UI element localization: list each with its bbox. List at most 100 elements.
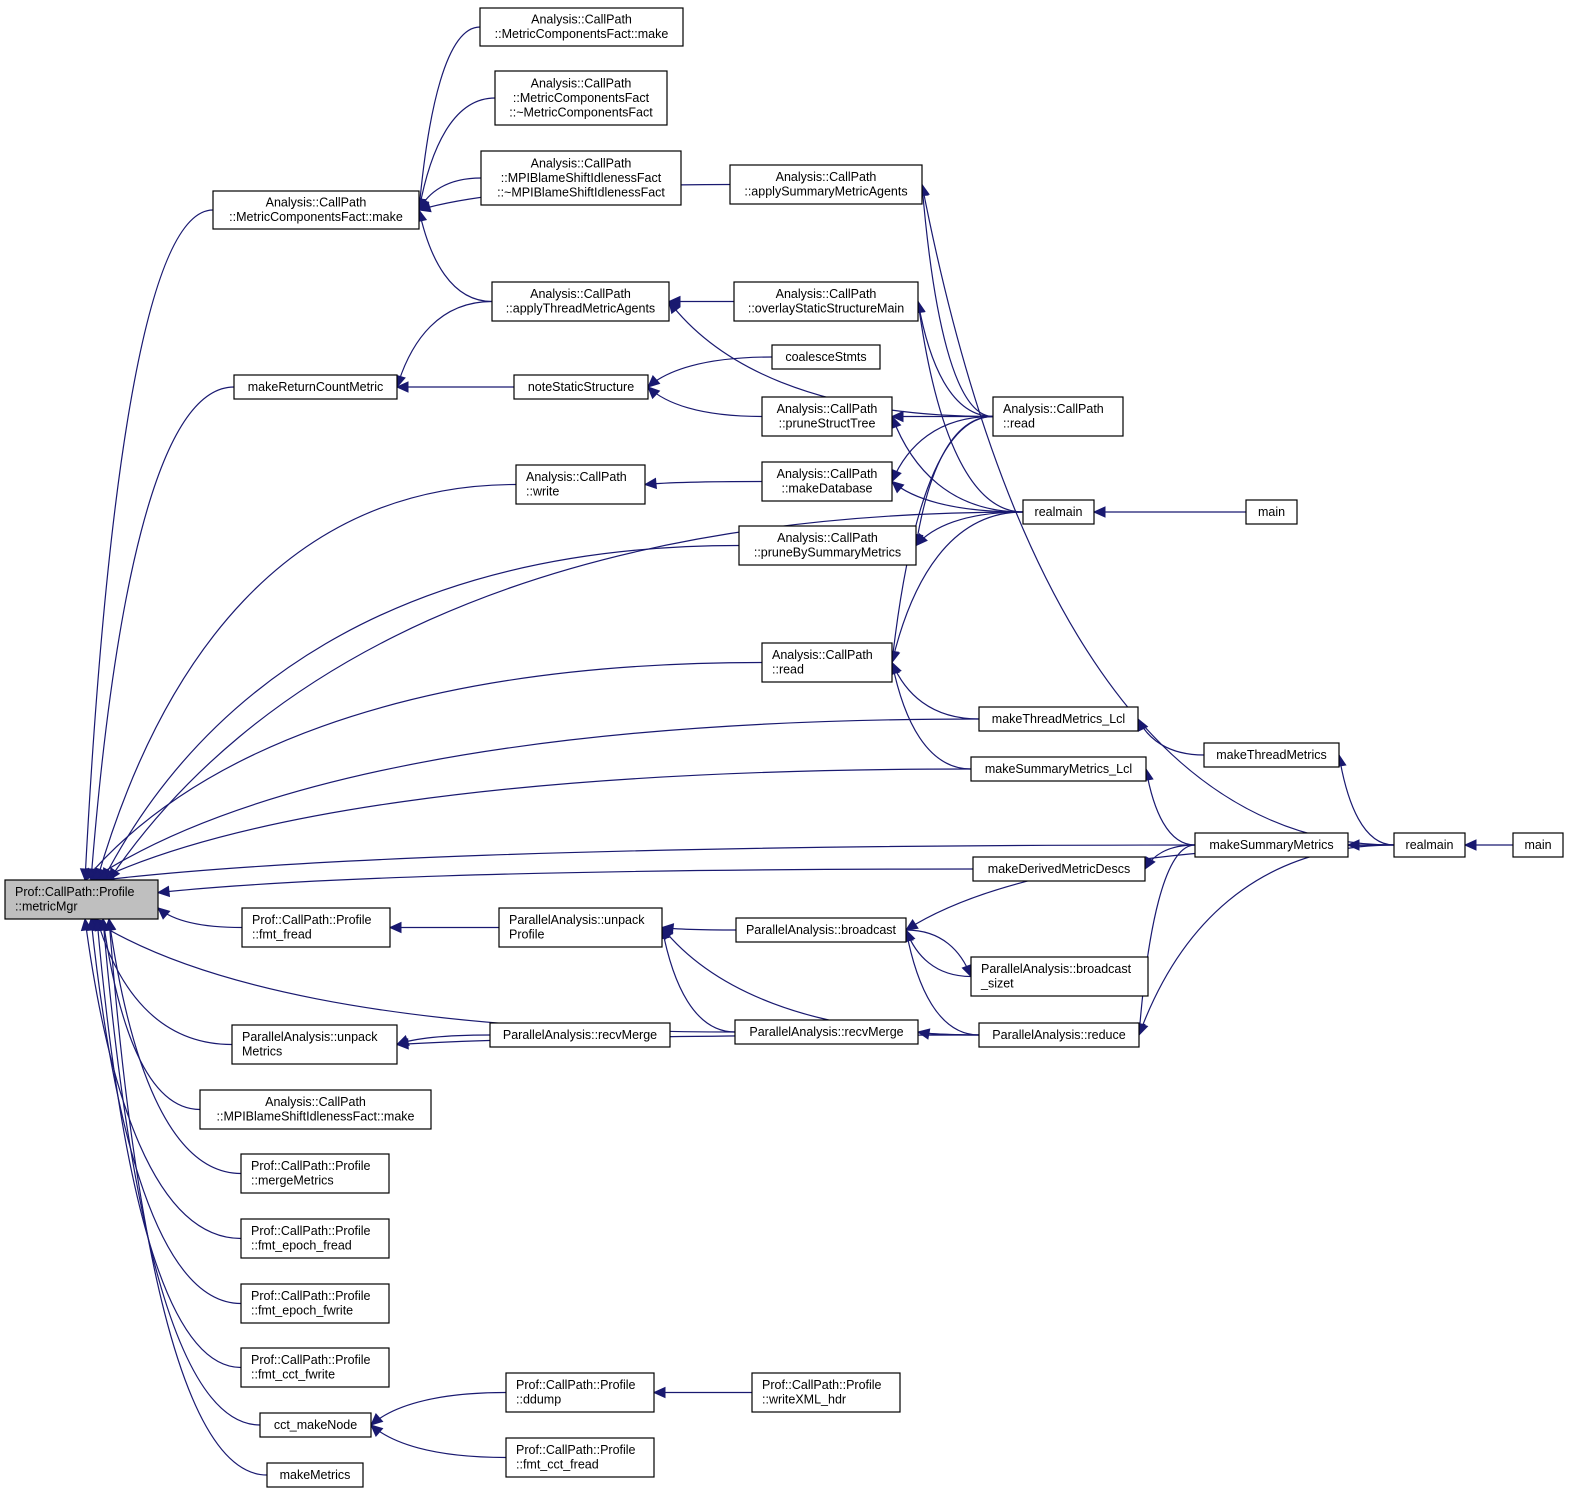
graph-node-overlay[interactable]: Analysis::CallPath::overlayStaticStructu… [733,281,919,322]
graph-node-recvMerge_a[interactable]: ParallelAnalysis::recvMerge [489,1022,671,1048]
graph-node-cct_makeNode[interactable]: cct_makeNode [259,1412,372,1438]
graph-node-recvMerge_b[interactable]: ParallelAnalysis::recvMerge [734,1019,919,1045]
arrowhead-icon [891,480,905,494]
graph-node-epoch_fwrite[interactable]: Prof::CallPath::Profile::fmt_epoch_fwrit… [240,1283,390,1324]
node-box [970,956,1149,997]
graph-node-root[interactable]: Prof::CallPath::Profile::metricMgr [4,879,159,920]
graph-node-msm[interactable]: makeSummaryMetrics [1194,832,1349,858]
node-box [761,396,893,437]
graph-node-ddump[interactable]: Prof::CallPath::Profile::ddump [505,1372,655,1413]
graph-node-realmain1[interactable]: realmain [1022,499,1095,525]
call-edge-acp_write-to-root [96,483,517,881]
graph-node-pruneStruct[interactable]: Analysis::CallPath::pruneStructTree [761,396,893,437]
node-label-line: ::pruneBySummaryMetrics [754,546,901,560]
call-edge-realmain1-to-overlay [917,301,1024,513]
call-edge-mpib_make-to-root [102,918,201,1111]
graph-node-mdmd[interactable]: makeDerivedMetricDescs [972,856,1146,882]
node-box [212,190,420,230]
graph-node-pruneBySummary[interactable]: Analysis::CallPath::pruneBySummaryMetric… [738,525,917,566]
graph-node-applyThread[interactable]: Analysis::CallPath::applyThreadMetricAge… [491,281,670,322]
node-label-line: realmain [1035,505,1083,519]
graph-node-acp_read_top[interactable]: Analysis::CallPath::read [992,396,1124,437]
node-label-line: main [1524,838,1551,852]
graph-node-makeMetrics[interactable]: makeMetrics [266,1462,364,1488]
graph-node-noteStatic[interactable]: noteStaticStructure [513,374,649,400]
graph-node-mtm[interactable]: makeThreadMetrics [1203,742,1340,768]
node-label-line: ::makeDatabase [781,482,872,496]
graph-node-mcf_make_caller[interactable]: Analysis::CallPath::MetricComponentsFact… [479,7,684,47]
call-edge-epoch_fwrite-to-root [90,918,242,1305]
graph-node-fmt_fread[interactable]: Prof::CallPath::Profile::fmt_fread [241,907,391,948]
node-box [240,1347,390,1388]
node-box [199,1089,432,1130]
graph-node-realmain2[interactable]: realmain [1393,832,1466,858]
node-label-line: ParallelAnalysis::broadcast [746,923,897,937]
node-box [241,907,391,948]
graph-node-makeDatabase[interactable]: Analysis::CallPath::makeDatabase [761,461,893,502]
node-box [1194,832,1349,858]
node-box [233,374,398,400]
graph-node-mpib_dtor[interactable]: Analysis::CallPath::MPIBlameShiftIdlenes… [480,150,682,206]
graph-node-broadcast_sizet[interactable]: ParallelAnalysis::broadcast_sizet [970,956,1149,997]
arrowhead-icon [661,926,674,941]
node-label-line: Prof::CallPath::Profile [516,1378,636,1392]
node-box [738,525,917,566]
nodes-layer: Prof::CallPath::Profile::metricMgrAnalys… [4,7,1564,1488]
node-box [761,642,893,683]
arrowhead-icon [647,375,661,388]
call-edge-msm_lcl-to-acp_read_mid [891,662,972,770]
graph-node-coalesce[interactable]: coalesceStmts [771,344,881,370]
graph-node-mpib_make[interactable]: Analysis::CallPath::MPIBlameShiftIdlenes… [199,1089,432,1130]
node-label-line: Analysis::CallPath [777,402,878,416]
node-label-line: Prof::CallPath::Profile [762,1378,882,1392]
graph-node-reduce[interactable]: ParallelAnalysis::reduce [978,1022,1140,1048]
call-edge-msm_lcl-to-root [96,768,972,881]
arrowhead-icon [84,867,97,881]
call-edge-mtm_lcl-to-acp_read_mid [891,662,980,720]
node-label-line: ::applySummaryMetricAgents [744,185,907,199]
graph-node-epoch_fread[interactable]: Prof::CallPath::Profile::fmt_epoch_fread [240,1218,390,1259]
node-label-line: makeThreadMetrics [1216,748,1326,762]
graph-node-cct_fwrite[interactable]: Prof::CallPath::Profile::fmt_cct_fwrite [240,1347,390,1388]
graph-node-msm_lcl[interactable]: makeSummaryMetrics_Lcl [970,756,1147,782]
graph-node-mcf_dtor[interactable]: Analysis::CallPath::MetricComponentsFact… [494,70,668,126]
node-label-line: Prof::CallPath::Profile [251,1289,371,1303]
node-label-line: ::MPIBlameShiftIdlenessFact [501,171,662,185]
node-label-line: ::fmt_cct_fwrite [251,1368,335,1382]
graph-node-broadcast[interactable]: ParallelAnalysis::broadcast [735,917,907,943]
arrowhead-icon [891,468,902,483]
call-edge-mcf_dtor-to-mcf_make [418,97,496,211]
arrowhead-icon [417,201,432,213]
graph-node-writeXML[interactable]: Prof::CallPath::Profile::writeXML_hdr [751,1372,901,1413]
call-edge-mdmd-to-root [157,868,974,894]
graph-node-acp_write[interactable]: Analysis::CallPath::write [515,464,646,505]
call-edge-mtm_lcl-to-root [90,718,980,881]
node-label-line: _sizet [980,977,1014,991]
call-edge-applyThread-to-mcf_make [418,209,493,303]
node-label-line: ::read [772,663,804,677]
call-edge-realmain1-to-acp_read_mid [891,511,1024,663]
graph-node-main2[interactable]: main [1512,832,1564,858]
node-label-line: ::overlayStaticStructureMain [748,302,904,316]
call-edge-unpackMetrics-to-root [96,918,233,1046]
graph-node-makeReturnCount[interactable]: makeReturnCountMetric [233,374,398,400]
node-label-line: ParallelAnalysis::reduce [992,1028,1125,1042]
graph-node-applySummary[interactable]: Analysis::CallPath::applySummaryMetricAg… [729,164,923,205]
call-edge-realmain2-to-applySummary [921,184,1395,846]
call-edge-mtm-to-mtm_lcl [1137,718,1205,756]
node-label-line: Analysis::CallPath [777,467,878,481]
graph-node-cct_fread[interactable]: Prof::CallPath::Profile::fmt_cct_fread [505,1437,655,1478]
graph-node-mergeMetrics[interactable]: Prof::CallPath::Profile::mergeMetrics [240,1153,390,1194]
graph-node-main1[interactable]: main [1245,499,1298,525]
graph-node-mcf_make[interactable]: Analysis::CallPath::MetricComponentsFact… [212,190,420,230]
node-label-line: ::metricMgr [15,900,78,914]
graph-node-acp_read_mid[interactable]: Analysis::CallPath::read [761,642,893,683]
node-label-line: Analysis::CallPath [265,1095,366,1109]
node-box [734,1019,919,1045]
node-label-line: ::fmt_cct_fread [516,1458,599,1472]
graph-node-mtm_lcl[interactable]: makeThreadMetrics_Lcl [978,706,1139,732]
node-label-line: Prof::CallPath::Profile [251,1159,371,1173]
